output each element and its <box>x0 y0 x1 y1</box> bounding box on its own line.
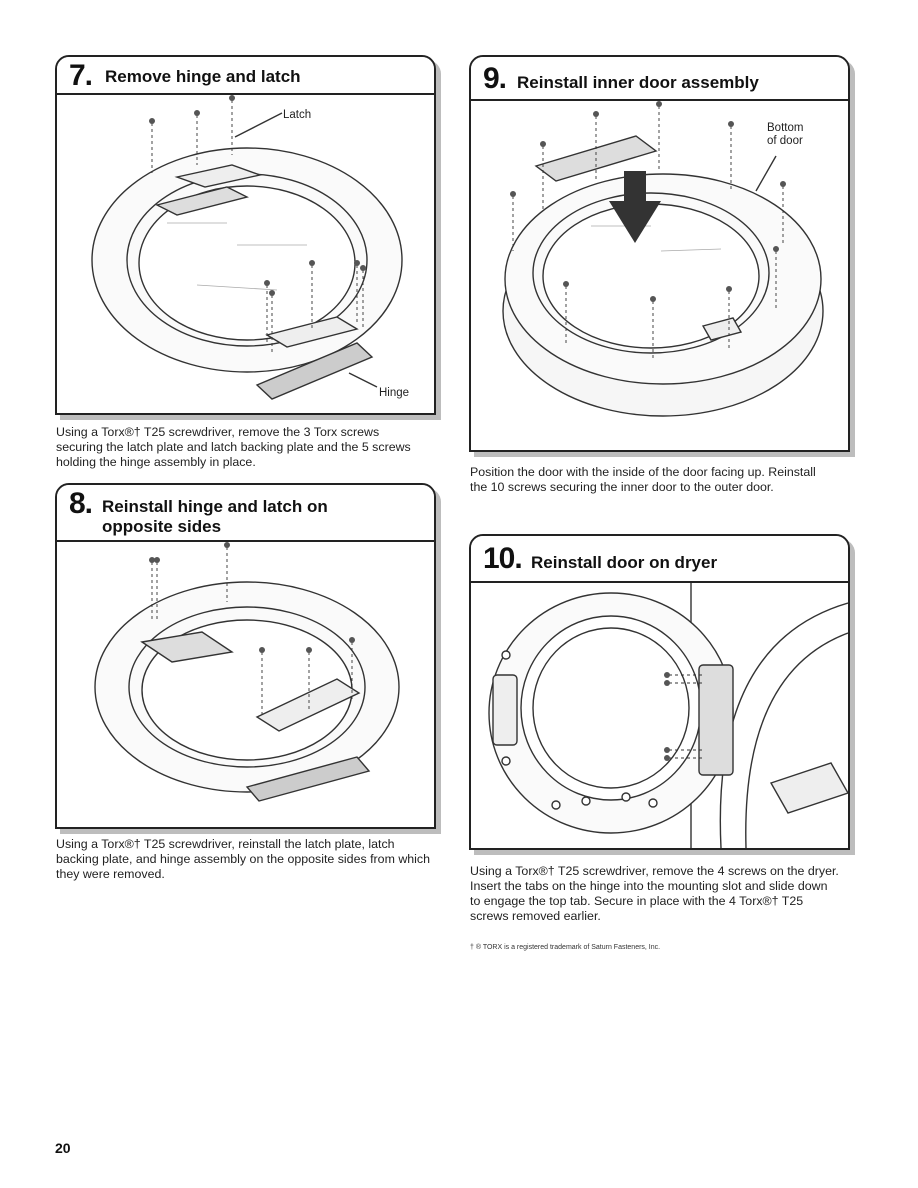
latch-callout: Latch <box>283 109 312 121</box>
bottom-of-door-callout-line2: of door <box>767 135 803 147</box>
step-8-number: 8. <box>69 487 93 520</box>
step-7-panel: 7. Remove hinge and latch <box>55 55 436 415</box>
step-10-panel: 10. Reinstall door on dryer <box>469 534 850 850</box>
step-9-panel: 9. Reinstall inner door assembly <box>469 55 850 452</box>
step-7-caption: Using a Torx®† T25 screwdriver, remove t… <box>56 425 411 469</box>
door-on-dryer-diagram <box>488 583 848 848</box>
step-10-illustration <box>471 583 848 848</box>
step-9-number: 9. <box>483 62 507 95</box>
step-9-title: Reinstall inner door assembly <box>517 73 759 92</box>
door-exploded-diagram-reinstall <box>94 542 400 802</box>
inner-door-assembly-diagram <box>502 101 824 417</box>
step-10-number: 10. <box>483 542 523 575</box>
step-7-illustration <box>57 95 434 413</box>
step-8-illustration <box>57 542 434 827</box>
step-10-caption: Using a Torx®† T25 screwdriver, remove t… <box>470 864 839 923</box>
door-exploded-diagram-remove <box>91 95 403 400</box>
step-9-header: 9. Reinstall inner door assembly <box>471 57 848 101</box>
hinge-callout: Hinge <box>379 387 410 399</box>
step-8-header: 8. Reinstall hinge and latch on opposite… <box>57 485 434 542</box>
page-number: 20 <box>55 1140 71 1156</box>
step-8-caption: Using a Torx®† T25 screwdriver, reinstal… <box>56 837 431 881</box>
step-10-header: 10. Reinstall door on dryer <box>471 536 848 583</box>
step-8-title-line1: Reinstall hinge and latch on <box>102 497 328 516</box>
step-7-number: 7. <box>69 59 93 92</box>
step-9-caption: Position the door with the inside of the… <box>470 465 816 494</box>
step-10-title: Reinstall door on dryer <box>531 553 718 572</box>
step-7-header: 7. Remove hinge and latch <box>57 57 434 95</box>
step-8-title-line2: opposite sides <box>102 517 222 536</box>
step-7-title: Remove hinge and latch <box>105 67 301 86</box>
step-9-illustration <box>471 101 848 450</box>
trademark-footnote: † ® TORX is a registered trademark of Sa… <box>470 944 661 951</box>
bottom-of-door-callout-line1: Bottom <box>767 122 804 134</box>
step-8-panel: 8. Reinstall hinge and latch on opposite… <box>55 483 436 829</box>
